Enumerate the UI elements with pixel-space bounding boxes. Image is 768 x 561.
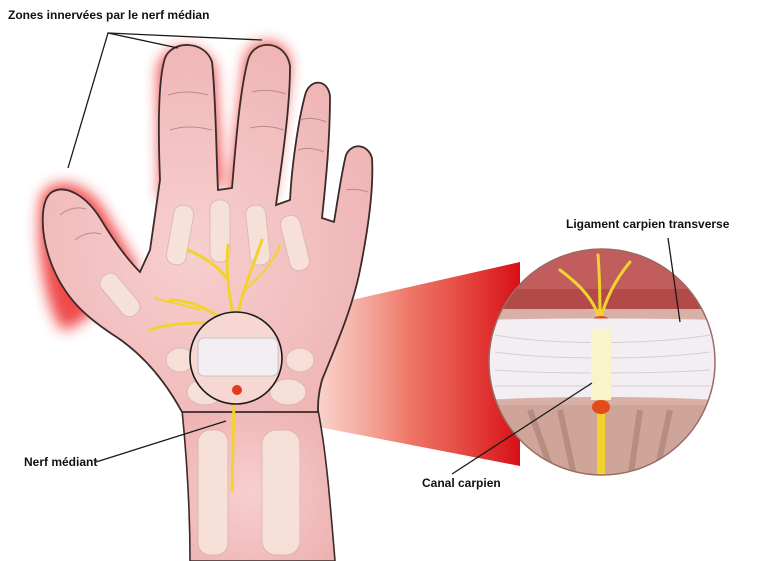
median-nerve-label: Nerf médiant bbox=[24, 455, 98, 469]
bones bbox=[99, 199, 315, 556]
wrist-ligament bbox=[197, 337, 279, 377]
carpal-canal bbox=[591, 330, 611, 400]
leader-lines bbox=[67, 32, 681, 475]
finger-creases bbox=[59, 89, 369, 241]
magnified-view bbox=[488, 248, 716, 476]
transverse-carpal-ligament-label: Ligament carpien transverse bbox=[566, 217, 730, 231]
carpal-tunnel-label: Canal carpien bbox=[422, 476, 501, 490]
hand bbox=[41, 44, 374, 413]
innervated-zones-label: Zones innervées par le nerf médian bbox=[8, 8, 210, 22]
